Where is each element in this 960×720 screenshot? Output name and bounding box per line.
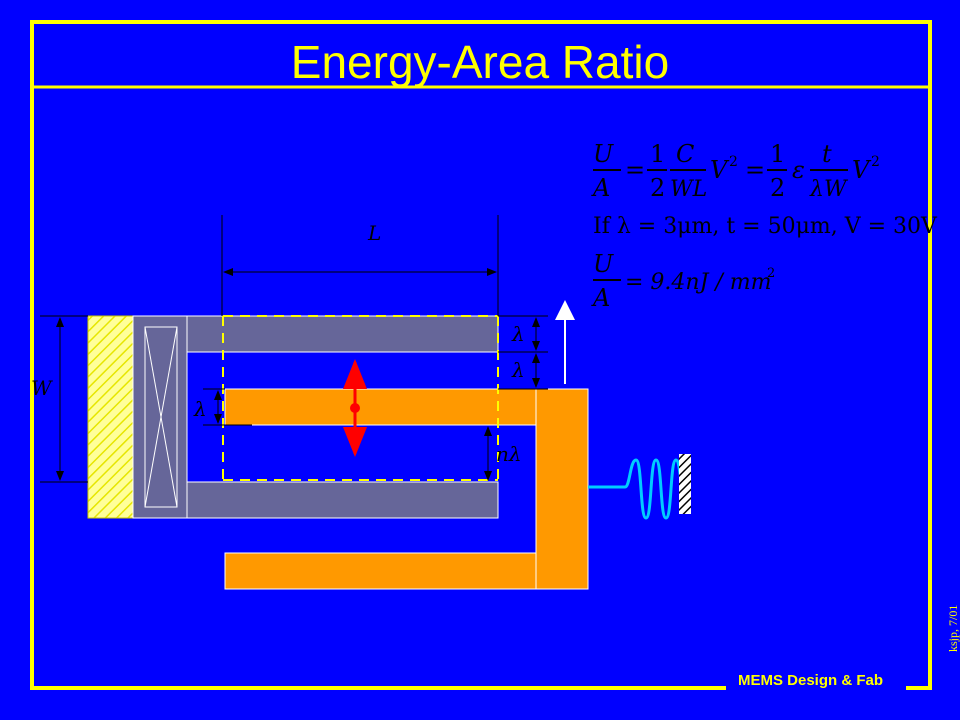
slide-credit: ksjp, 7/01 — [946, 604, 960, 652]
eq2-lhs-den: A — [591, 284, 610, 312]
equation-result: U A = 9.4nJ / mm 2 — [591, 250, 775, 312]
eq1-lhs-num: U — [593, 140, 614, 168]
footer-brand: MEMS Design & Fab — [738, 672, 884, 689]
eq1-frac1-den: 2 — [650, 174, 665, 202]
shuttle-bottom-beam — [224, 552, 537, 590]
label-finger-width: λ — [193, 397, 207, 421]
eq1-frac4-num: t — [822, 140, 832, 168]
anchor-hatched — [87, 315, 135, 519]
shuttle-finger — [224, 388, 537, 426]
electrode-base — [132, 315, 188, 519]
eq1-eps: ε — [792, 156, 805, 184]
slide-frame — [30, 20, 932, 690]
electrode-finger-top — [186, 315, 499, 353]
eq2-lhs-num: U — [593, 250, 614, 278]
equation-energy-area: U A = 1 2 C WL V 2 = 1 2 ε t λW V 2 — [591, 140, 880, 202]
dimensions — [40, 215, 548, 483]
eq1-frac2-num: C — [676, 140, 694, 168]
eq1-frac3-num: 1 — [770, 140, 785, 168]
eq1-frac4-den: λW — [809, 177, 849, 202]
slide-title: Energy-Area Ratio — [290, 36, 670, 88]
electrode-finger-bottom — [186, 481, 499, 519]
dimension-labels: L W λ λ λ nλ — [31, 221, 525, 466]
eq1-lhs-den: A — [591, 174, 610, 202]
equation-condition: If λ = 3μm, t = 50μm, V = 30V — [593, 214, 938, 239]
shuttle-body — [535, 388, 589, 590]
label-gap-top-2: λ — [511, 358, 525, 382]
eq1-exp-2: 2 — [871, 154, 880, 170]
overlap-region — [222, 315, 499, 481]
spring-icon — [588, 458, 690, 520]
eq1-frac3-den: 2 — [770, 174, 785, 202]
eq1-v: V — [710, 156, 730, 184]
motion-pivot-dot — [350, 403, 360, 413]
label-gap-top-1: λ — [511, 322, 525, 346]
eq2-rhs: = 9.4nJ / mm — [625, 270, 772, 295]
svg-text:=: = — [745, 156, 765, 184]
ground-hatch-icon — [679, 454, 691, 514]
eq1-frac2-den: WL — [670, 177, 707, 202]
eq2-exp: 2 — [767, 266, 775, 281]
svg-text:=: = — [625, 156, 645, 184]
eq1-frac1-num: 1 — [650, 140, 665, 168]
label-length: L — [367, 221, 381, 245]
label-gap-bottom: nλ — [496, 442, 522, 466]
fixed-electrode — [132, 315, 499, 519]
moving-shuttle — [224, 388, 589, 590]
eq1-exp-1: 2 — [729, 154, 738, 170]
label-width: W — [31, 376, 53, 400]
eq1-v-2: V — [852, 156, 872, 184]
